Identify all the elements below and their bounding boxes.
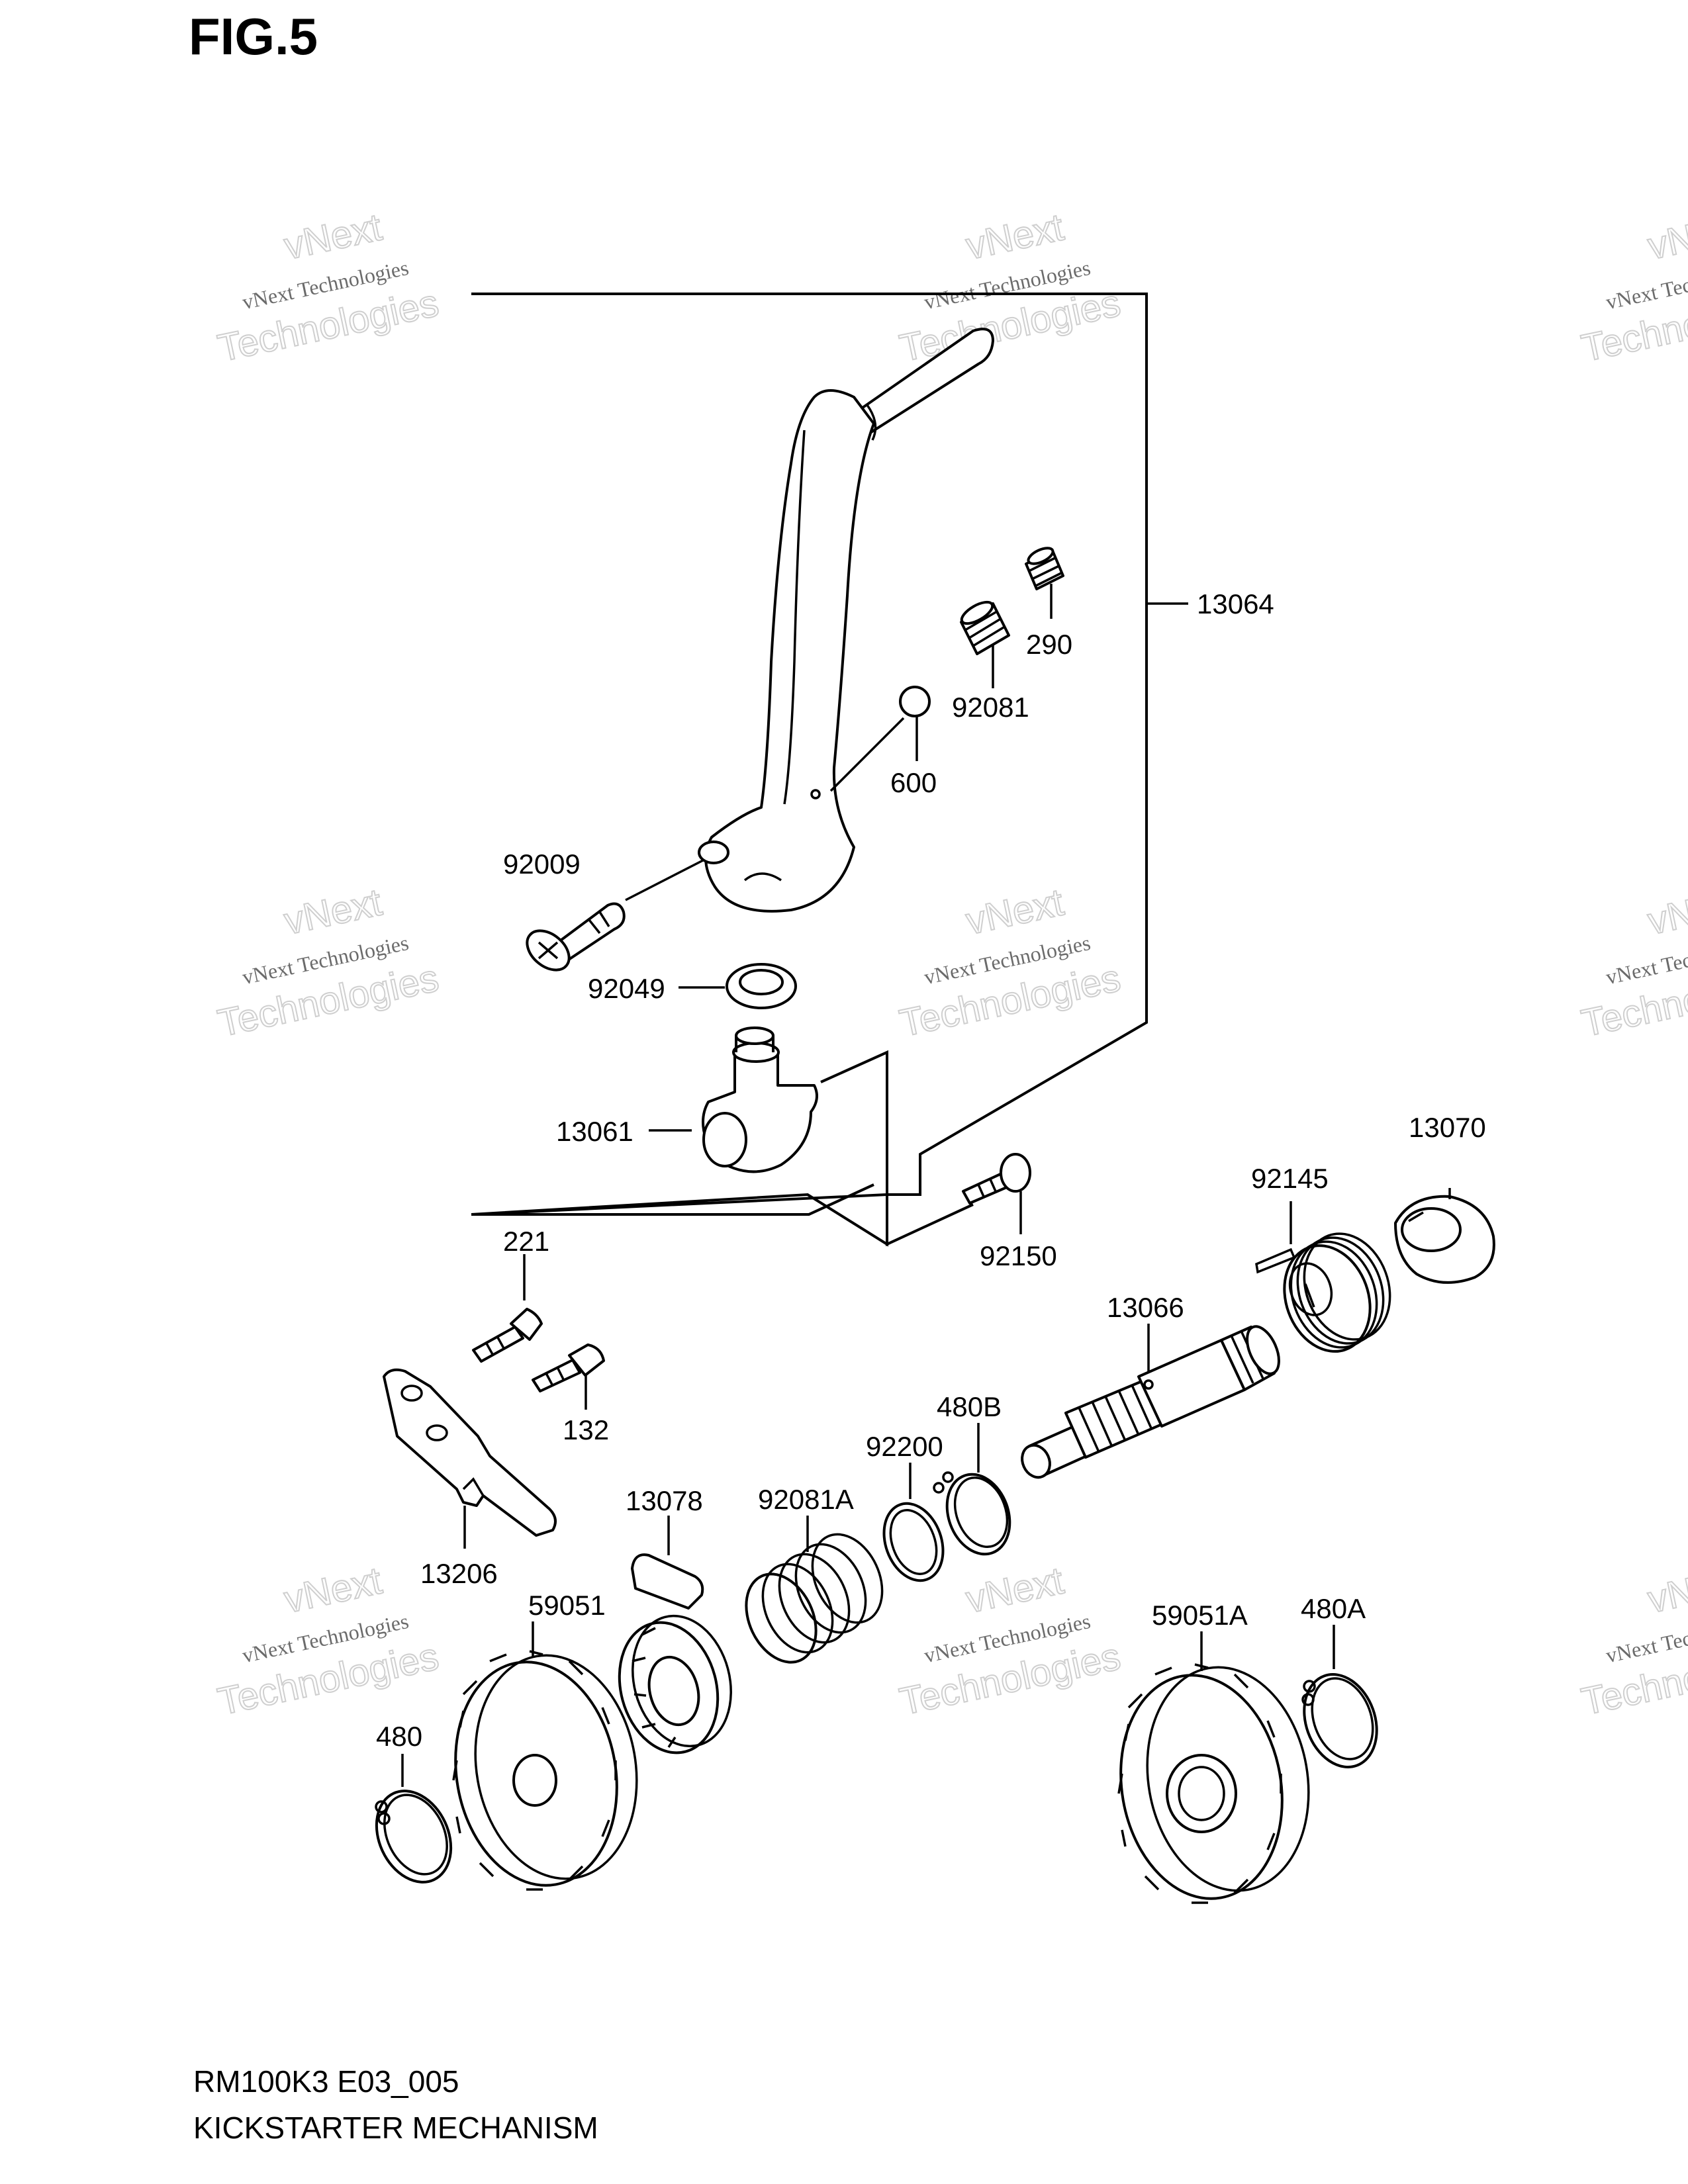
watermark: vNext vNext Technologies Technologies — [896, 880, 1125, 1046]
watermark-brand: vNext — [962, 206, 1068, 268]
watermark: vNext vNext Technologies Technologies — [1577, 205, 1688, 371]
kick-shaft-13061 — [702, 1026, 818, 1173]
figure-title: FIG.5 — [189, 7, 318, 66]
bolt-132 — [532, 1343, 605, 1392]
part-label-13064[interactable]: 13064 — [1197, 588, 1274, 619]
watermark: vNext vNext Technologies Technologies — [214, 880, 444, 1046]
washer-92049 — [726, 963, 797, 1009]
watermark: vNext vNext Technologies Technologies — [1577, 880, 1688, 1046]
part-label-92081[interactable]: 92081 — [952, 692, 1029, 723]
part-label-13078[interactable]: 13078 — [626, 1485, 703, 1516]
washer-92200 — [882, 1502, 945, 1582]
part-label-13070[interactable]: 13070 — [1409, 1112, 1486, 1143]
watermark-brand: vNext — [281, 1559, 386, 1621]
circlip-480a — [1301, 1673, 1378, 1768]
watermark-brand: vNext — [1644, 206, 1688, 268]
gear-59051 — [452, 1650, 638, 1891]
part-label-92009[interactable]: 92009 — [503, 848, 581, 880]
part-label-59051a[interactable]: 59051A — [1152, 1600, 1248, 1631]
leader-lines — [401, 584, 1451, 1787]
kick-guide-13206 — [383, 1368, 557, 1537]
watermark-text: vNext Technologies — [1604, 1609, 1688, 1667]
circlip-480b — [933, 1471, 1011, 1556]
assembly-frame-13064-bottom — [471, 1183, 874, 1216]
watermark-brand: vNext — [281, 206, 386, 268]
watermark: vNext vNext Technologies Technologies — [214, 1559, 444, 1725]
kick-shaft-13066 — [1021, 1325, 1280, 1479]
watermark-brand: vNext — [1644, 881, 1688, 943]
spring-92081 — [960, 600, 1010, 655]
diagram-code: RM100K3 E03_005 — [193, 2064, 459, 2099]
watermark-brand: vNext — [1644, 1559, 1688, 1621]
part-label-13061[interactable]: 13061 — [556, 1116, 633, 1147]
watermark: vNext vNext Technologies Technologies — [1577, 1559, 1688, 1725]
watermark-text: vNext Technologies — [1604, 255, 1688, 314]
part-label-92150[interactable]: 92150 — [980, 1240, 1057, 1271]
part-labels: 13064 290 92081 600 92009 92049 13061 92… — [376, 588, 1486, 1752]
part-label-221[interactable]: 221 — [503, 1226, 549, 1257]
watermark: vNext vNext Technologies Technologies — [214, 205, 444, 371]
watermark-group: vNext vNext Technologies Technologies vN… — [214, 205, 1688, 1725]
part-label-480[interactable]: 480 — [376, 1721, 422, 1752]
bolt-92150 — [962, 1153, 1031, 1205]
ratchet-13078 — [618, 1553, 732, 1754]
break-line — [886, 1052, 974, 1247]
diagram-title: KICKSTARTER MECHANISM — [193, 2111, 598, 2145]
part-label-480a[interactable]: 480A — [1301, 1593, 1366, 1624]
circlip-480 — [375, 1790, 453, 1884]
part-label-480b[interactable]: 480B — [937, 1391, 1002, 1422]
kick-lever — [698, 328, 994, 913]
part-label-92200[interactable]: 92200 — [866, 1431, 943, 1462]
part-label-92145[interactable]: 92145 — [1251, 1163, 1329, 1194]
gear-59051a — [1117, 1663, 1310, 1904]
watermark-brand: vNext — [962, 1559, 1068, 1621]
spring-92145 — [1255, 1232, 1391, 1353]
bolt-92009 — [526, 902, 626, 972]
watermark-brand: vNext — [281, 881, 386, 943]
part-label-59051[interactable]: 59051 — [528, 1590, 606, 1621]
part-label-290[interactable]: 290 — [1026, 629, 1072, 660]
part-label-92081a[interactable]: 92081A — [758, 1484, 854, 1515]
spring-290 — [1025, 547, 1064, 590]
watermark: vNext vNext Technologies Technologies — [896, 205, 1125, 371]
bushing-13070 — [1394, 1195, 1495, 1284]
watermark-text: vNext Technologies — [1604, 931, 1688, 989]
ball-600 — [899, 686, 931, 717]
spring-92081a — [745, 1533, 884, 1664]
part-label-13066[interactable]: 13066 — [1107, 1292, 1184, 1323]
part-label-13206[interactable]: 13206 — [420, 1558, 498, 1589]
part-label-132[interactable]: 132 — [563, 1414, 609, 1445]
part-label-600[interactable]: 600 — [890, 767, 937, 798]
bolt-221 — [472, 1308, 543, 1363]
part-label-92049[interactable]: 92049 — [588, 973, 665, 1004]
watermark-brand: vNext — [962, 881, 1068, 943]
